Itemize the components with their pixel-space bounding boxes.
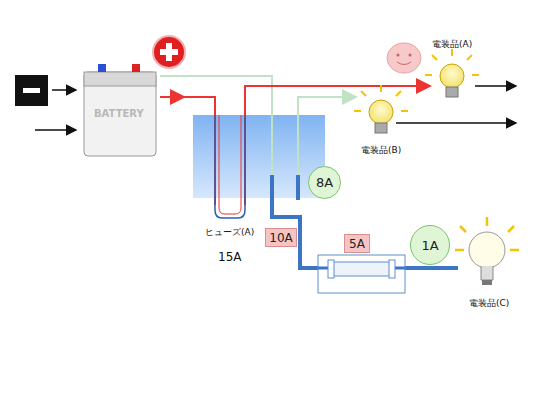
- minus-terminal-icon: [15, 75, 48, 106]
- battery-label: BATTERY: [94, 108, 144, 119]
- fuse-a: [215, 115, 245, 218]
- fuse-b: [333, 262, 390, 276]
- plus-sign: [166, 43, 172, 61]
- device-label: 電装品(C): [469, 299, 509, 309]
- node-text: 10A: [269, 232, 292, 244]
- battery-terminal: [98, 64, 106, 72]
- fuse-cap: [389, 260, 395, 278]
- device-label: 電装品(B): [361, 146, 401, 156]
- ground-arrow: [52, 89, 76, 91]
- node-text: 8A: [316, 176, 333, 189]
- fuse-block: [193, 115, 325, 198]
- battery-lid: [84, 72, 156, 86]
- bulb-c: [455, 217, 519, 285]
- fuse-rating-box: 10A: [265, 228, 297, 247]
- wire: [160, 97, 215, 205]
- wire: [298, 97, 356, 175]
- node-text: 5A: [349, 238, 365, 250]
- current-circle: 8A: [308, 166, 341, 199]
- node-text: 1A: [421, 239, 438, 252]
- current-circle: 1A: [410, 225, 450, 265]
- device-label: 電装品(A): [432, 40, 472, 50]
- output-arrow: [396, 122, 516, 124]
- fuse-rating-box: 5A: [344, 234, 370, 253]
- wire-arrow: [160, 96, 184, 98]
- fuse-label: ヒューズ(A): [205, 228, 254, 238]
- fuse-holder: [318, 255, 405, 293]
- fuse-rating: 15A: [218, 251, 241, 264]
- battery-terminal: [132, 64, 140, 72]
- fuse-cap: [328, 260, 334, 278]
- wire: [296, 175, 300, 200]
- wire: [405, 266, 458, 270]
- plus-terminal-icon: [153, 36, 185, 68]
- bulb-a: [425, 49, 479, 97]
- bulb-b: [354, 85, 408, 133]
- ground-arrow: [35, 129, 76, 131]
- minus-sign: [23, 88, 40, 93]
- output-arrow: [475, 85, 516, 87]
- battery-body: [84, 72, 156, 156]
- fuse-a-element: [219, 115, 241, 214]
- smiley-face: [387, 43, 421, 73]
